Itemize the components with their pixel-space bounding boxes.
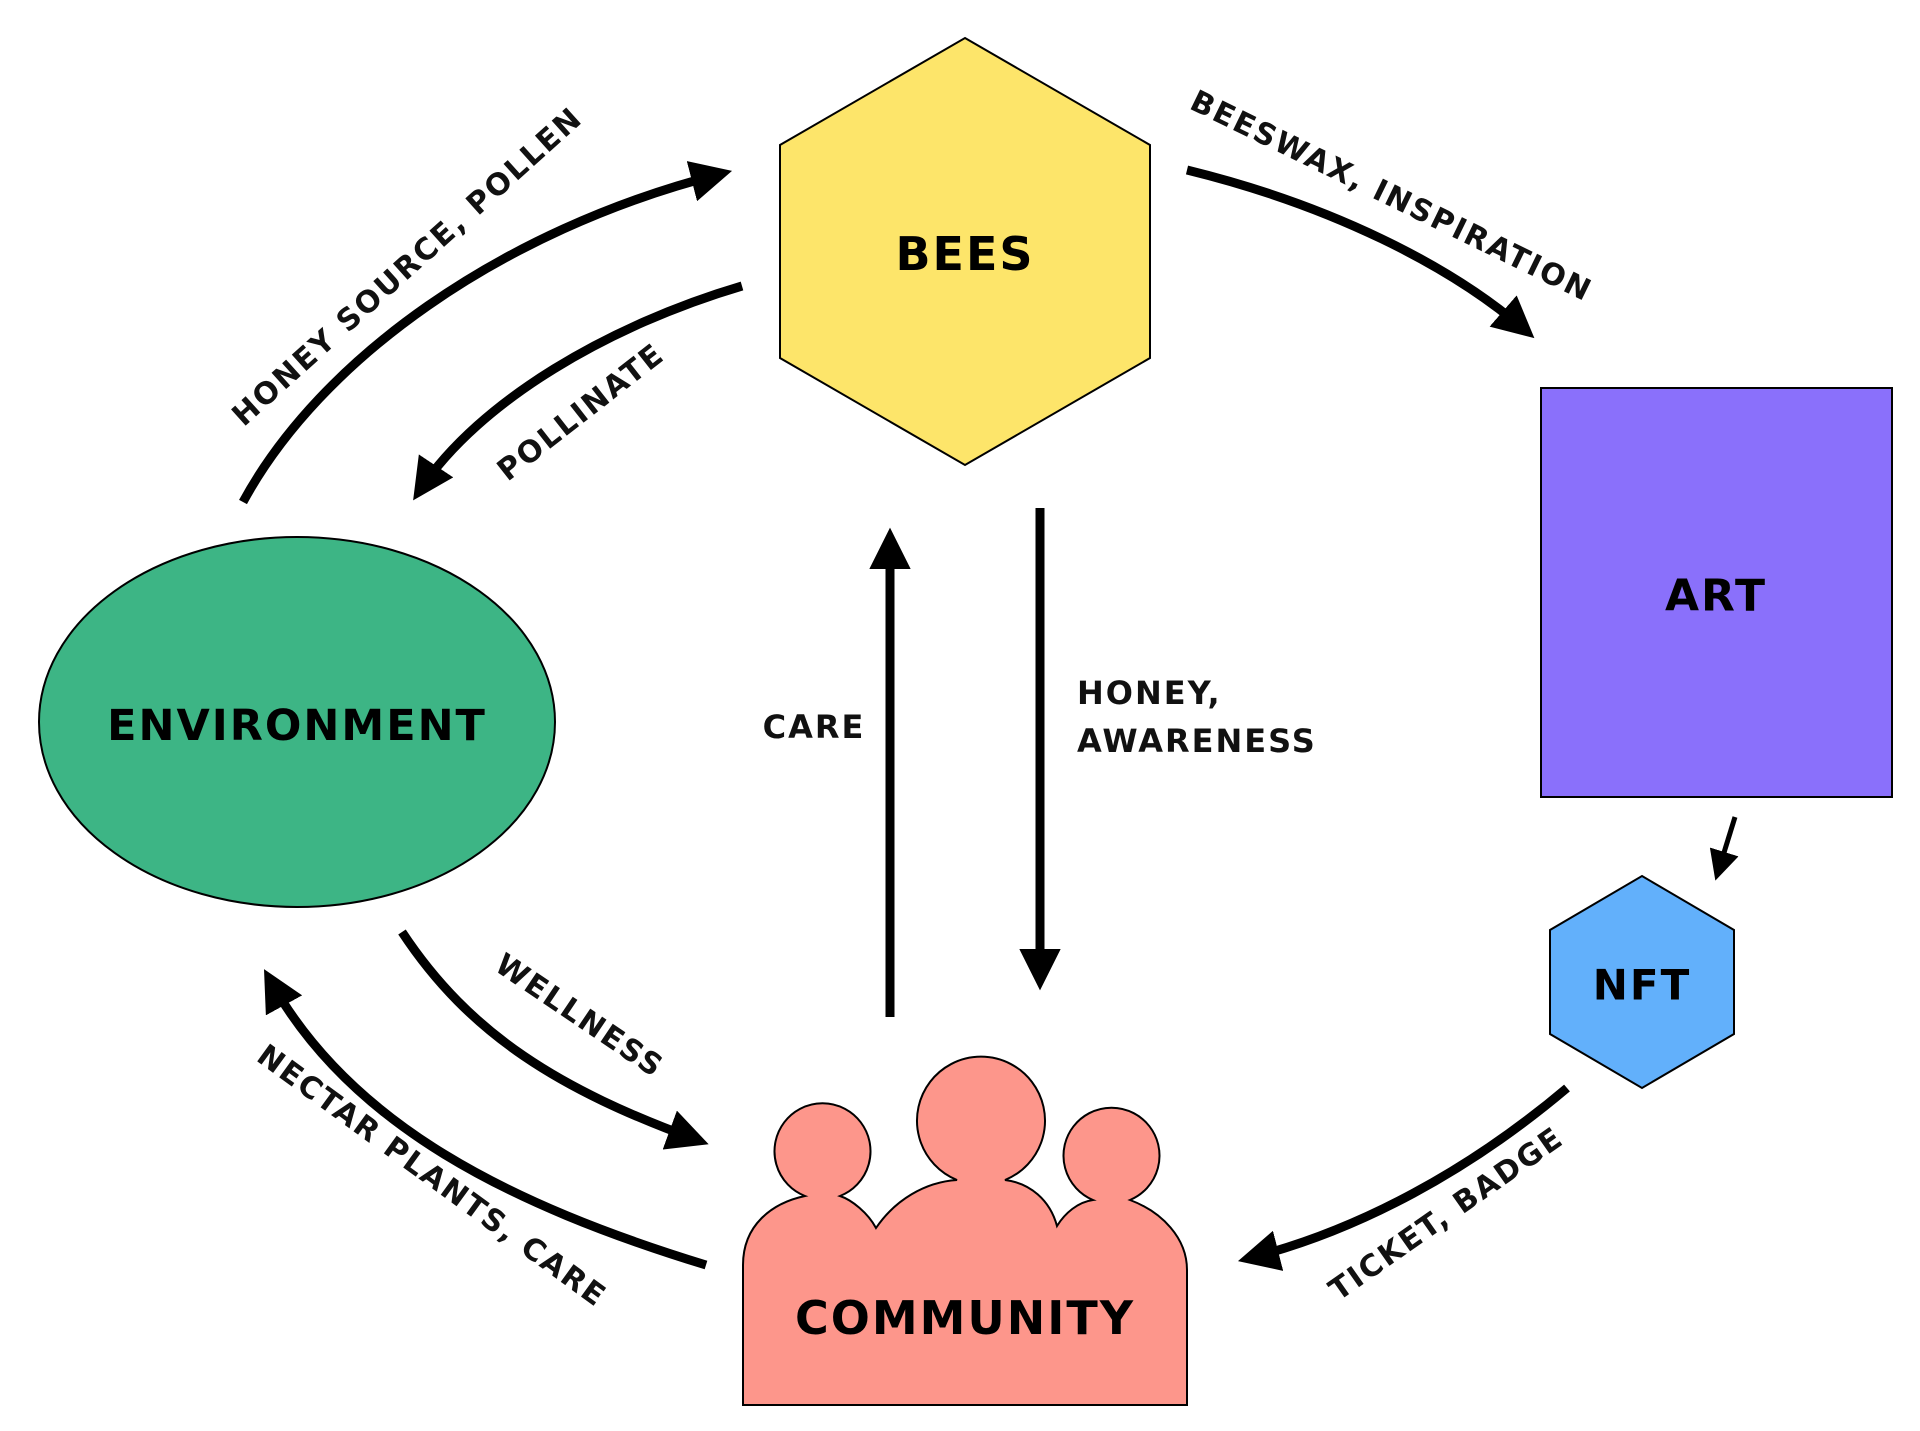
community-node: COMMUNITY	[742, 1055, 1188, 1406]
community-label: COMMUNITY	[795, 1291, 1135, 1345]
bees-label: BEES	[895, 227, 1034, 281]
bees-node: BEES	[779, 36, 1151, 467]
arrow-bees-to-environment	[413, 281, 744, 501]
label-care: CARE	[763, 708, 866, 746]
environment-ellipse	[38, 536, 556, 908]
nft-hexagon	[1549, 874, 1735, 1090]
label-wellness: WELLNESS	[489, 947, 670, 1085]
label-awareness: AWARENESS	[1077, 722, 1317, 760]
label-ticket-badge: TICKET, BADGE	[1323, 1120, 1570, 1308]
arrow-community-to-environment	[263, 969, 708, 1270]
arrows	[239, 161, 1739, 1271]
environment-label: ENVIRONMENT	[107, 701, 487, 751]
art-rectangle	[1540, 387, 1893, 798]
arrow-art-to-nft	[1709, 816, 1739, 881]
art-label: ART	[1665, 571, 1767, 622]
label-honey: HONEY,	[1077, 674, 1222, 712]
community-people-shape	[742, 1055, 1188, 1406]
label-pollinate: POLLINATE	[491, 337, 672, 489]
bees-hexagon	[779, 36, 1151, 467]
nft-node: NFT	[1549, 874, 1735, 1090]
label-beeswax-inspiration: BEESWAX, INSPIRATION	[1185, 84, 1598, 310]
art-node: ART	[1540, 387, 1893, 798]
environment-node: ENVIRONMENT	[38, 536, 556, 908]
nft-label: NFT	[1593, 961, 1692, 1010]
arrow-environment-to-bees	[239, 161, 733, 505]
arrow-bees-to-art	[1185, 165, 1535, 339]
arrow-nft-to-community	[1237, 1084, 1570, 1271]
arrow-environment-to-community	[398, 929, 709, 1150]
